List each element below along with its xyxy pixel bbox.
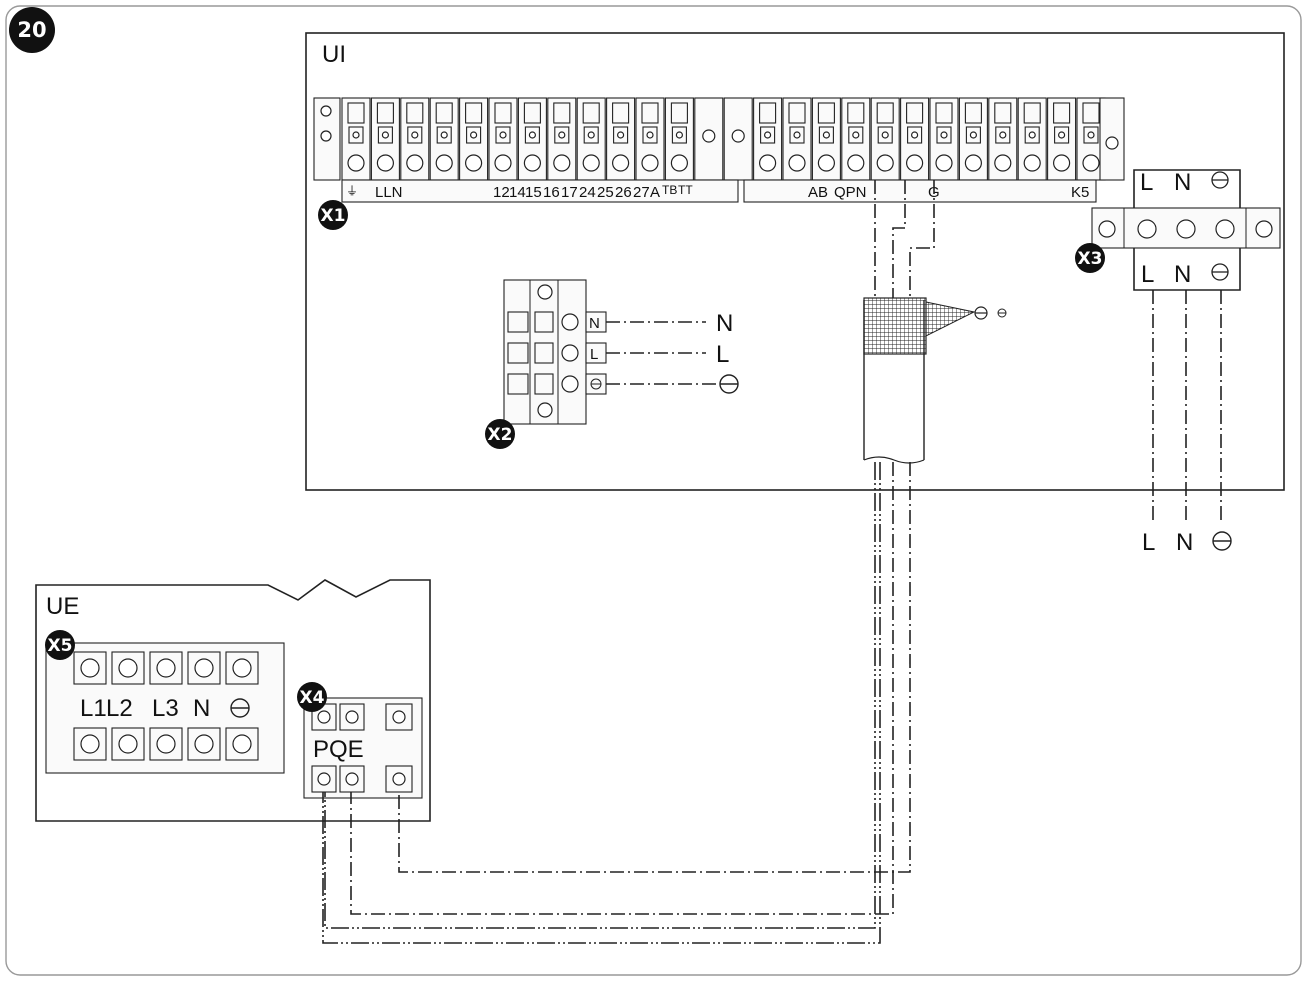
x1-label-27: 27	[633, 184, 650, 201]
figure-frame	[5, 5, 1302, 976]
shield-earth-icon	[974, 306, 1007, 320]
figure-number-badge: 20	[9, 7, 55, 53]
x1-label-a: A	[650, 184, 660, 201]
earth-icon	[1212, 531, 1232, 551]
x4-label-pqe: PQE	[313, 736, 364, 763]
x1-label-12: 12	[493, 184, 510, 201]
x1-label-25: 25	[597, 184, 614, 201]
x5-label-l2: L2	[106, 695, 133, 722]
badge-x4: X4	[297, 682, 327, 712]
x1-label-lln: LLN	[375, 184, 403, 201]
svg-text:X5: X5	[48, 636, 73, 656]
svg-text:⏚: ⏚	[346, 184, 358, 198]
terminal-block-x2: N L	[503, 279, 607, 425]
x2-term-label-n: N	[589, 315, 600, 332]
x2-wire-label-n: N	[716, 310, 733, 337]
x1-label-24: 24	[579, 184, 596, 201]
x1-label-k5: K5	[1071, 184, 1089, 201]
supply-label-l: L	[1142, 529, 1155, 556]
x5-terminal-bottom	[187, 727, 221, 761]
x3-top-label-n: N	[1174, 169, 1191, 196]
svg-text:X4: X4	[300, 688, 325, 708]
x2-wire-label-l: L	[716, 341, 729, 368]
earth-icon	[230, 698, 250, 718]
x3-top-label-l: L	[1140, 169, 1153, 196]
supply-label-n: N	[1176, 529, 1193, 556]
badge-x2: X2	[485, 419, 515, 449]
terminal-block-x5: L1 L2 L3 N	[45, 642, 285, 774]
indoor-unit-label: UI	[322, 41, 346, 68]
x5-label-n: N	[193, 695, 210, 722]
figure-number: 20	[17, 18, 46, 42]
badge-x1: X1	[318, 200, 348, 230]
badge-x5: X5	[45, 630, 75, 660]
x1-label-16: 16	[543, 184, 560, 201]
terminal-block-x1: ⏚ LLN 12 14 15 16 17 24 25 26 27 A TB TT…	[313, 97, 1125, 203]
earth-icon	[719, 374, 739, 394]
outdoor-unit-box	[35, 579, 431, 822]
earth-icon	[1211, 263, 1229, 281]
x1-label-tb: TB	[662, 183, 677, 197]
terminal-block-x3: L N L N	[1091, 169, 1281, 291]
svg-text:X2: X2	[488, 425, 513, 445]
svg-text:X1: X1	[321, 206, 346, 226]
x1-label-qpn: QPN	[834, 184, 867, 201]
svg-text:X3: X3	[1078, 249, 1103, 269]
x5-label-l1: L1	[80, 695, 107, 722]
x1-label-17: 17	[561, 184, 578, 201]
x2-term-label-l: L	[590, 346, 598, 363]
x5-label-l3: L3	[152, 695, 179, 722]
x1-label-15: 15	[525, 184, 542, 201]
earth-icon	[1211, 171, 1229, 189]
x3-bottom-label-l: L	[1141, 261, 1154, 288]
x3-bottom-label-n: N	[1174, 261, 1191, 288]
badge-x3: X3	[1075, 243, 1105, 273]
x1-label-ab: AB	[808, 184, 828, 201]
communication-cable	[863, 297, 1007, 464]
earth-icon	[590, 378, 602, 390]
outdoor-unit-label: UE	[46, 593, 79, 620]
terminal-block-x4: PQE	[303, 697, 423, 799]
x1-label-tt: TT	[678, 183, 693, 197]
x1-label-14: 14	[509, 184, 526, 201]
indoor-unit-box	[305, 32, 1285, 491]
x1-label-26: 26	[615, 184, 632, 201]
